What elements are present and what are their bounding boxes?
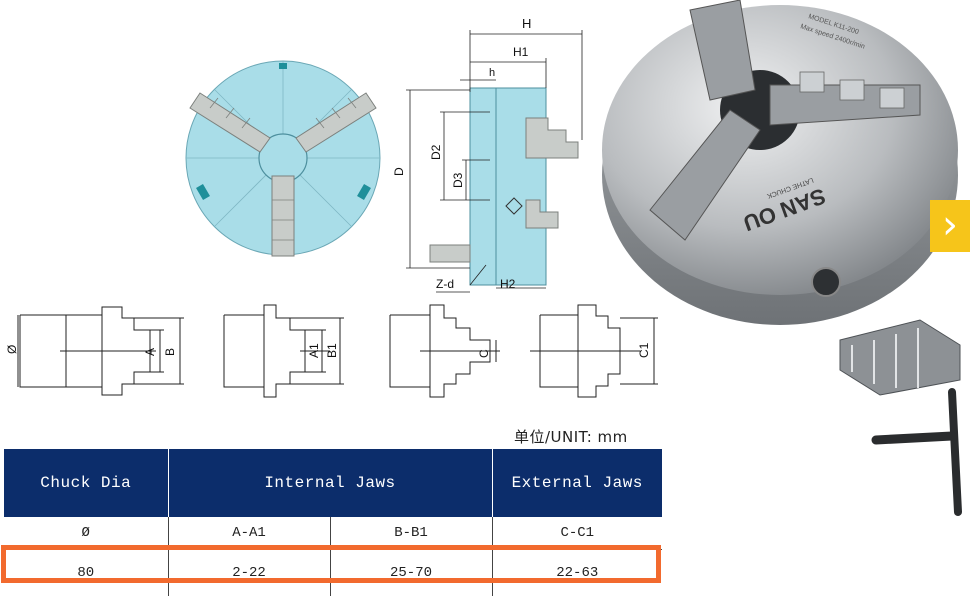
spec-table: Chuck Dia Internal Jaws External Jaws Ø … — [4, 449, 662, 596]
subheader-cell: Ø — [4, 517, 168, 550]
table-cell: 25-70 — [329, 549, 492, 596]
row-highlight — [1, 545, 661, 583]
header-internal-jaws: Internal Jaws — [167, 449, 492, 517]
dim-H-label: H — [522, 16, 531, 31]
dim-D2-label: D2 — [429, 144, 443, 160]
chevron-right-icon: › — [942, 202, 958, 248]
dim-H2-label: H2 — [500, 277, 516, 291]
next-image-button[interactable]: › — [930, 200, 970, 252]
dim-B1-label: B1 — [325, 343, 339, 358]
dim-Zd-label: Z-d — [436, 277, 454, 291]
dim-A-label: A — [143, 348, 157, 356]
jaw-profile-2: A1 B1 — [223, 304, 344, 398]
header-chuck-dia: Chuck Dia — [4, 449, 168, 517]
table-subheader-row: Ø A-A1 B-B1 C-C1 — [4, 517, 662, 550]
technical-drawing: H H1 h D D2 D3 Z-d H2 Ø A B A1 B — [5, 16, 658, 398]
side-view: H H1 h D D2 D3 Z-d H2 — [392, 16, 583, 293]
subheader-cell: C-C1 — [491, 517, 662, 550]
product-photo: MODEL K11-200 Max speed 2400r/min SAN OU… — [602, 0, 962, 516]
dim-dia-label: Ø — [5, 345, 19, 354]
spare-jaws-image — [839, 319, 961, 396]
dim-D-label: D — [392, 167, 406, 176]
table-header-row: Chuck Dia Internal Jaws External Jaws — [4, 449, 662, 517]
dim-B-label: B — [163, 348, 177, 356]
subheader-cell: A-A1 — [167, 517, 330, 550]
table-cell: 80 — [77, 565, 95, 581]
jaw-profile-3: C — [389, 304, 500, 398]
front-view — [185, 60, 381, 257]
jaw-profile-1: Ø A B — [5, 306, 184, 396]
jaw-profile-4: C1 — [530, 304, 658, 398]
dim-h-label: h — [489, 67, 495, 79]
table-row: 80 2-22 25-70 22-63 — [4, 549, 662, 596]
dim-C1-label: C1 — [637, 342, 651, 358]
header-external-jaws: External Jaws — [491, 449, 662, 517]
table-cell: 2-22 — [167, 549, 330, 596]
unit-label: 单位/UNIT: mm — [514, 428, 628, 446]
dim-C-label: C — [477, 349, 491, 358]
dim-A1-label: A1 — [307, 343, 321, 358]
dim-H1-label: H1 — [513, 45, 529, 59]
dim-D3-label: D3 — [451, 172, 465, 188]
subheader-cell: B-B1 — [329, 517, 492, 550]
table-cell: 22-63 — [491, 549, 662, 596]
chuck-key-image — [871, 388, 962, 516]
